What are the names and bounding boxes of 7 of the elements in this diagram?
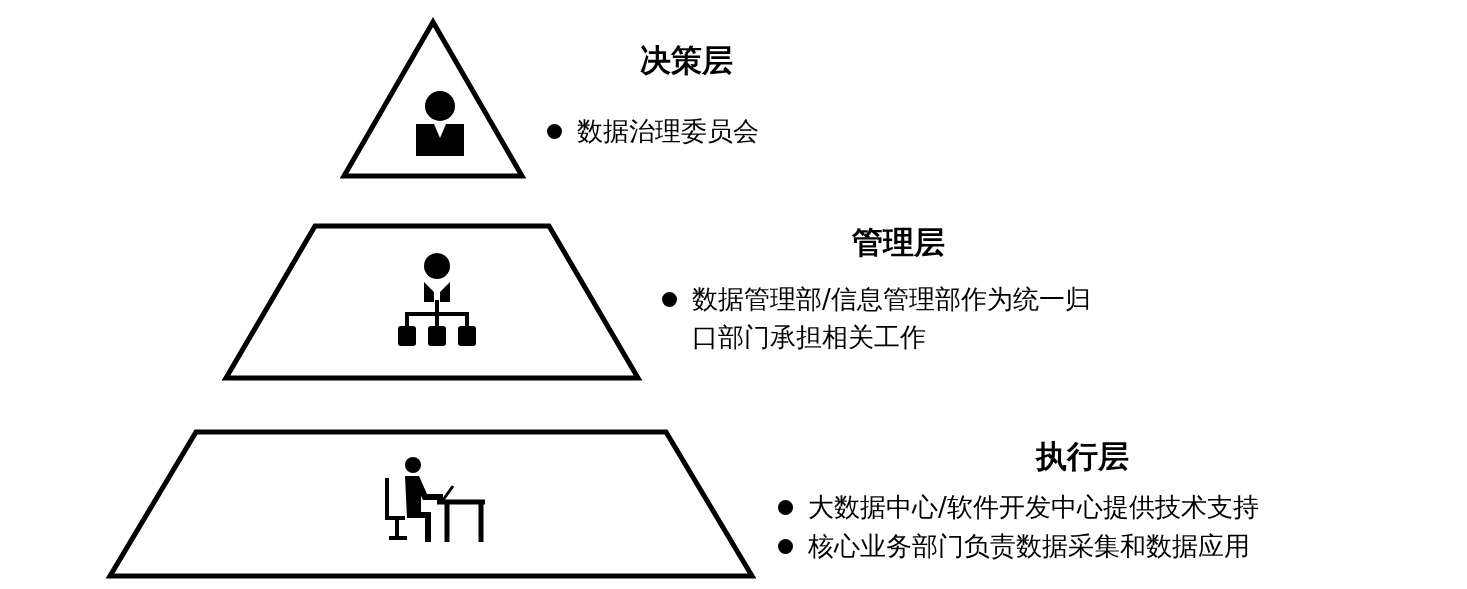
bullet-text: 数据管理部/信息管理部作为统一归口部门承担相关工作: [692, 283, 1092, 354]
layer-heading: 决策层: [640, 41, 733, 80]
layer-heading: 管理层: [852, 223, 945, 262]
bullet-text: 数据治理委员会: [577, 115, 760, 148]
bullet-text: 核心业务部门负责数据采集和数据应用: [808, 530, 1251, 563]
layer-heading: 执行层: [1036, 437, 1129, 476]
bullet-text: 大数据中心/软件开发中心提供技术支持: [808, 491, 1260, 524]
